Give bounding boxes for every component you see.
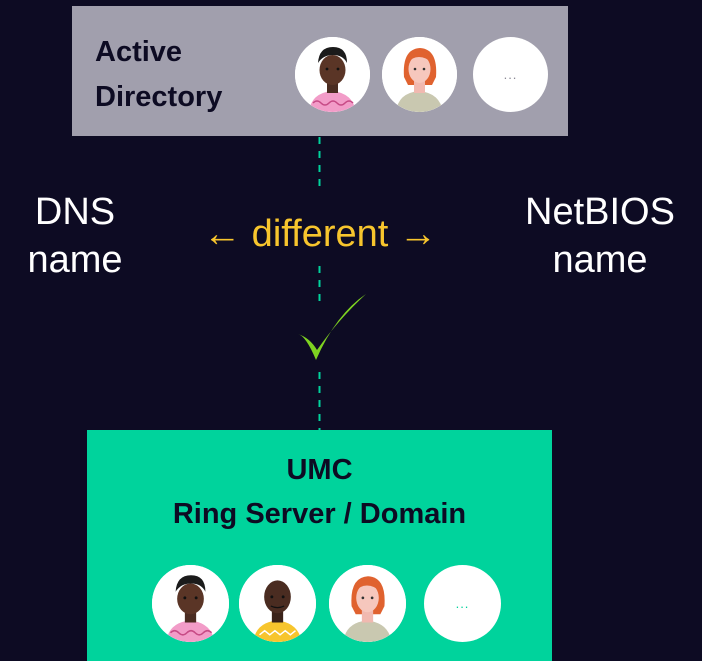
active-directory-title-line2: Directory [95, 81, 223, 113]
avatar-person-2-icon [382, 37, 457, 112]
avatar-more-icon: ... [473, 37, 548, 112]
umc-title: UMC Ring Server / Domain [87, 448, 552, 536]
netbios-name-line2: name [552, 239, 648, 281]
active-directory-box: Active Directory ... [72, 6, 568, 136]
active-directory-title: Active Directory [95, 30, 222, 120]
umc-domain-box: UMC Ring Server / Domain [87, 430, 552, 661]
umc-title-line1: UMC [286, 454, 353, 486]
umc-avatar-person-2-icon [239, 565, 316, 642]
active-directory-title-line1: Active [95, 36, 183, 68]
umc-avatar-person-1-icon [152, 565, 229, 642]
check-mark-icon [298, 294, 366, 360]
umc-avatar-more-icon: ... [424, 565, 501, 642]
netbios-name-line1: NetBIOS [525, 191, 675, 233]
different-label: ← different → [203, 213, 437, 255]
umc-title-line2: Ring Server / Domain [172, 498, 467, 530]
umc-avatar-more-dots: ... [455, 596, 470, 611]
dns-name-label: DNS name [10, 188, 140, 284]
netbios-name-label: NetBIOS name [500, 188, 700, 284]
dns-name-line1: DNS [34, 191, 116, 233]
avatar-person-1-icon [295, 37, 370, 112]
umc-avatar-person-3-icon [329, 565, 406, 642]
dns-name-line2: name [27, 239, 123, 281]
avatar-more-dots: ... [503, 67, 518, 82]
